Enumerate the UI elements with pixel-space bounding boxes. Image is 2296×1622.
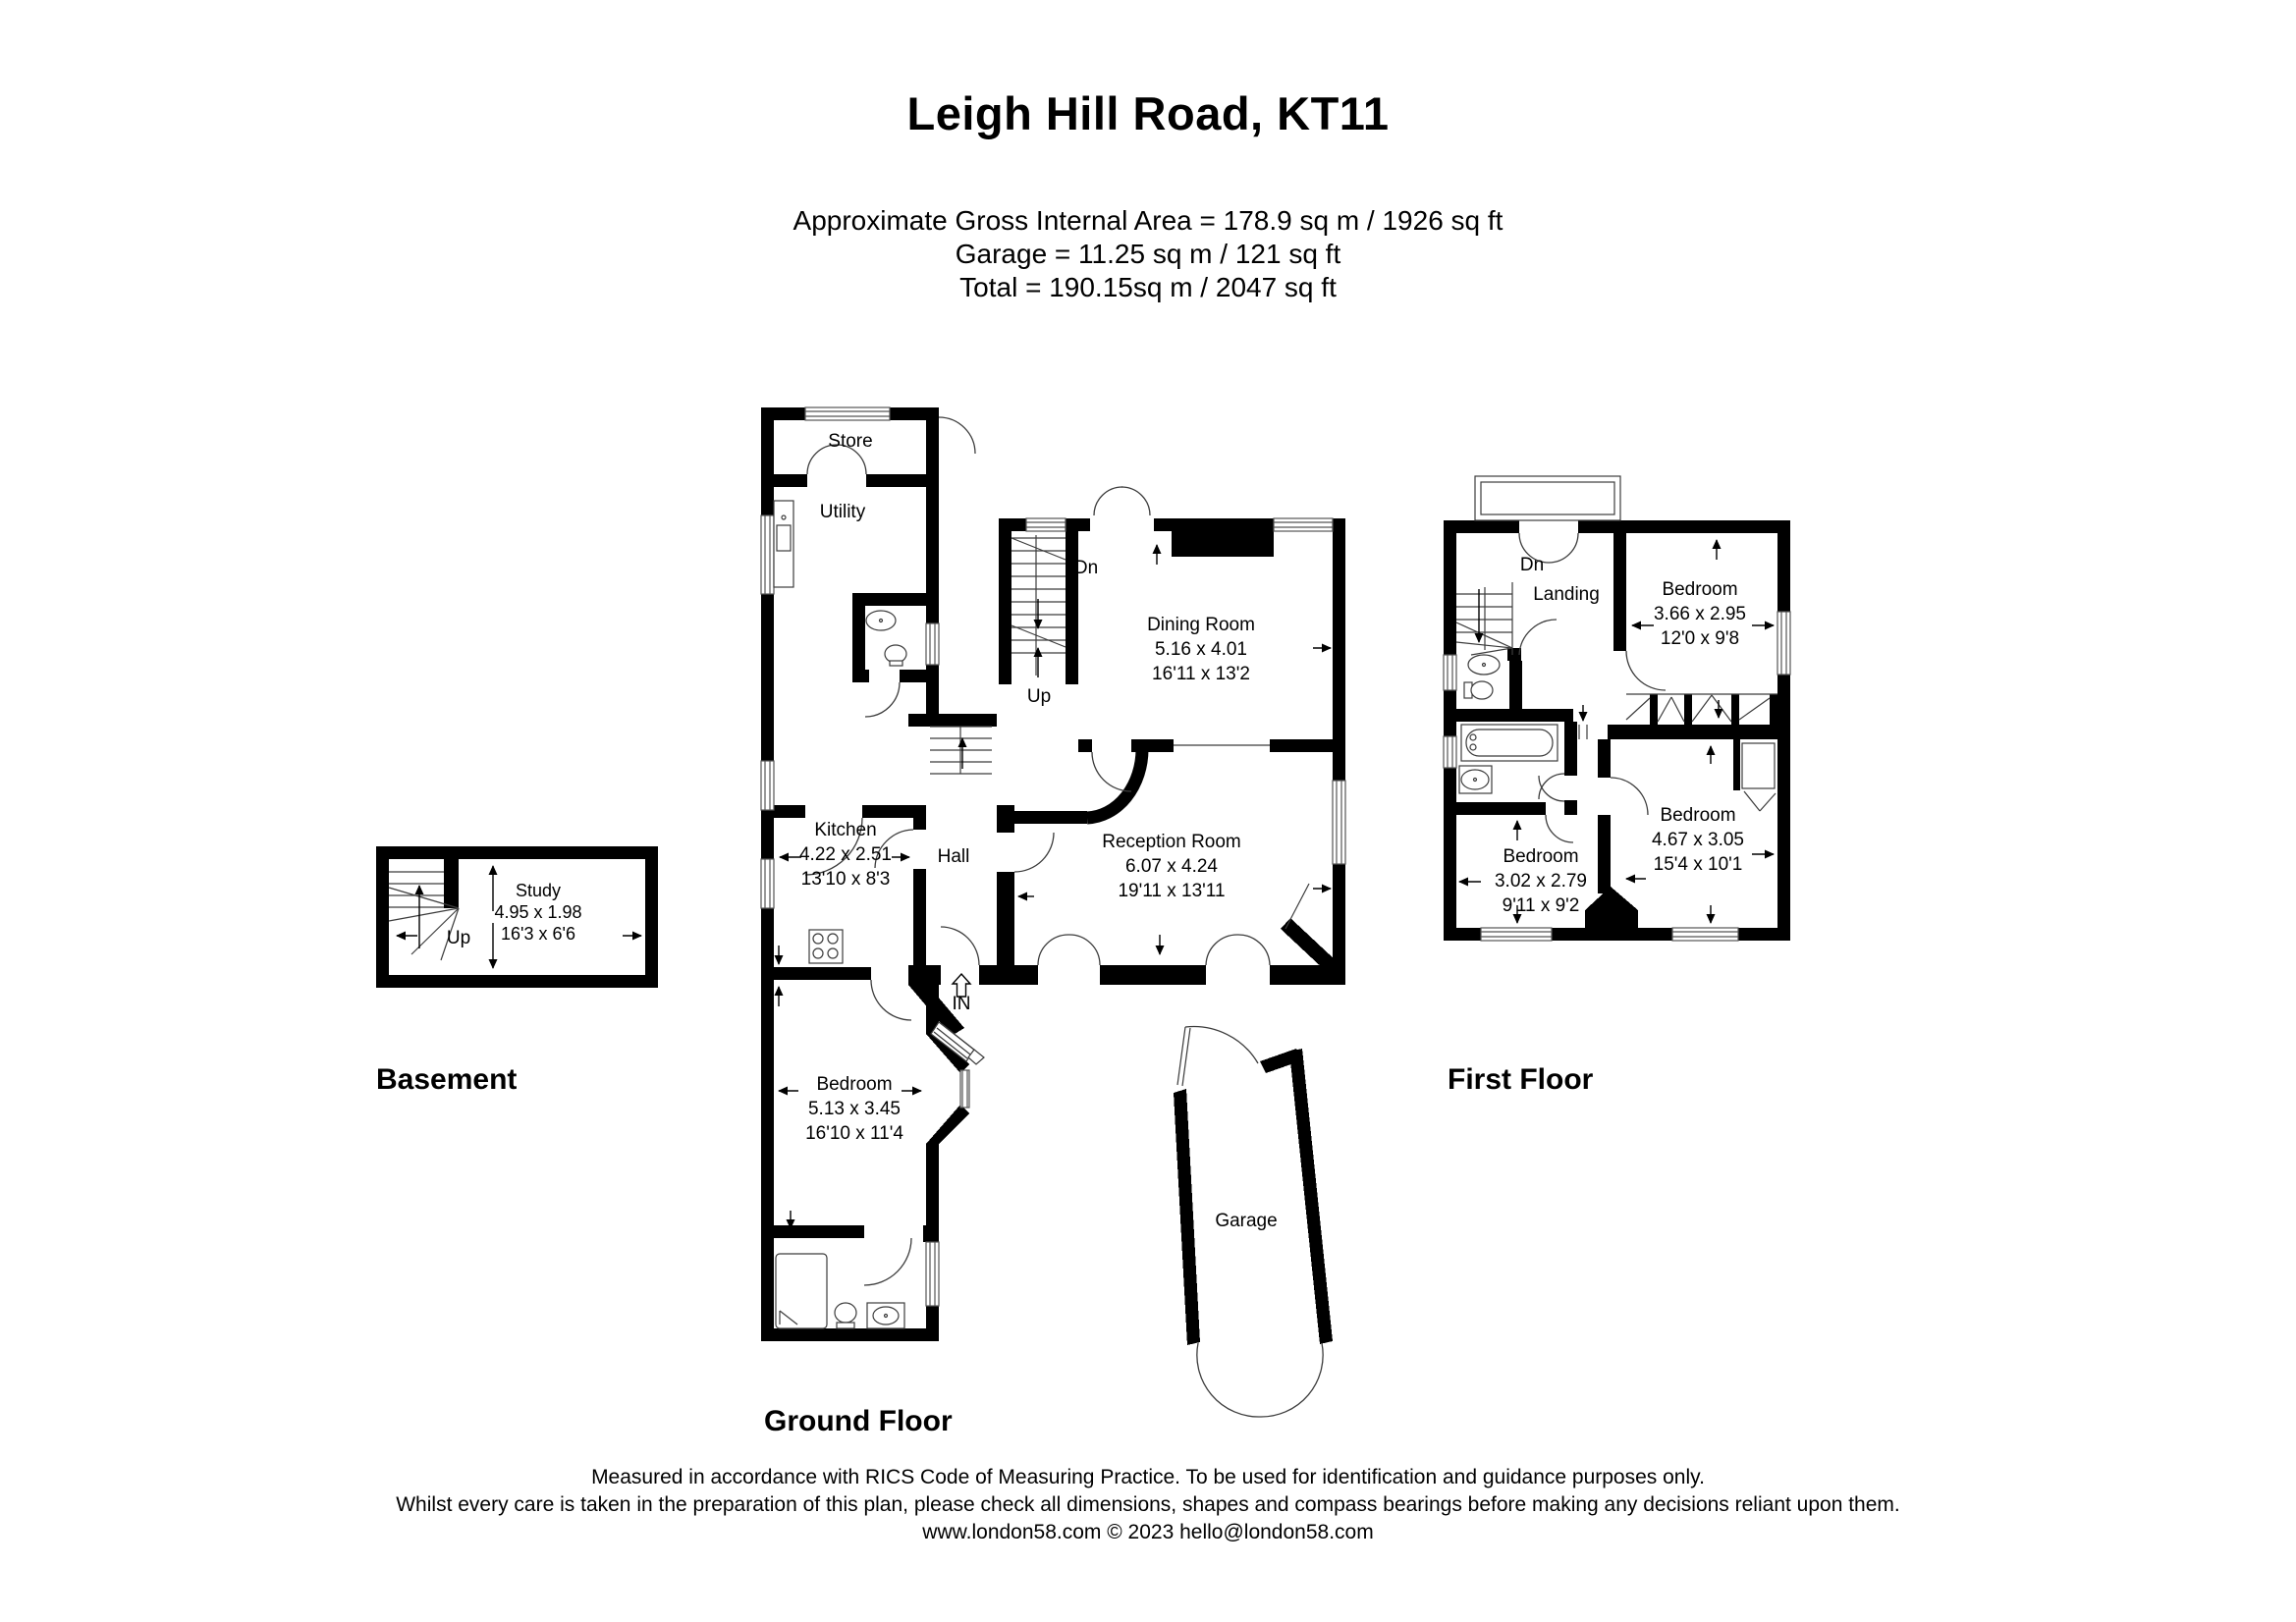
first-windows	[1443, 611, 1791, 942]
stair-label-first-dn: Dn	[1519, 555, 1545, 575]
first-floor-plan-drawing	[1443, 475, 1791, 942]
caption-first-floor: First Floor	[1448, 1063, 1594, 1096]
first-walls	[1444, 520, 1790, 941]
stair-label-ground-dn: Dn	[1073, 558, 1099, 578]
room-label-bedroom2: Bedroom 3.02 x 2.79 9'11 x 9'2	[1494, 846, 1588, 916]
first-detail-lines	[1455, 475, 1777, 812]
room-label-ground-bedroom: Bedroom 5.13 x 3.45 16'10 x 11'4	[805, 1074, 903, 1144]
area-line-gross: Approximate Gross Internal Area = 178.9 …	[793, 205, 1503, 236]
ground-walls	[761, 407, 1345, 1345]
ground-windows	[760, 406, 1346, 1307]
ground-dimension-arrows	[774, 544, 1332, 1229]
area-line-total: Total = 190.15sq m / 2047 sq ft	[959, 272, 1337, 302]
ground-stairs-icon	[930, 535, 1310, 1087]
room-label-landing: Landing	[1533, 584, 1600, 605]
basement-plan-drawing	[376, 846, 658, 988]
page-title: Leigh Hill Road, KT11	[906, 87, 1390, 139]
room-label-dining: Dining Room 5.16 x 4.01 16'11 x 13'2	[1147, 615, 1255, 684]
disclaimer: Measured in accordance with RICS Code of…	[0, 1464, 2296, 1546]
first-door-arcs	[1518, 532, 1667, 843]
room-label-bedroom3: Bedroom 4.67 x 3.05 15'4 x 10'1	[1651, 805, 1745, 875]
stair-label-ground-up: Up	[1026, 686, 1052, 707]
basement-stair-wall	[444, 859, 459, 908]
basement-dimension-arrows	[396, 865, 642, 969]
area-summary: Approximate Gross Internal Area = 178.9 …	[0, 204, 2296, 304]
entrance-label-in: IN	[952, 994, 971, 1014]
disclaimer-line-1: Measured in accordance with RICS Code of…	[591, 1466, 1705, 1488]
room-label-reception: Reception Room 6.07 x 4.24 19'11 x 13'11	[1102, 832, 1241, 901]
room-label-hall: Hall	[937, 846, 970, 867]
entrance-in-arrow-icon	[951, 972, 972, 998]
curved-wall	[1086, 748, 1149, 825]
room-label-kitchen: Kitchen 4.22 x 2.51 13'10 x 8'3	[798, 820, 893, 890]
ground-fixtures	[773, 500, 907, 1329]
first-dimension-arrows	[1458, 539, 1775, 924]
first-fixtures	[1458, 654, 1558, 794]
disclaimer-line-3: www.london58.com © 2023 hello@london58.c…	[922, 1521, 1374, 1543]
stair-label-basement-up: Up	[446, 928, 471, 948]
area-line-garage: Garage = 11.25 sq m / 121 sq ft	[955, 239, 1341, 269]
room-label-garage: Garage	[1215, 1211, 1278, 1231]
room-label-utility: Utility	[819, 502, 866, 522]
ground-floor-plan-drawing	[760, 406, 1346, 1418]
room-label-bedroom1: Bedroom 3.66 x 2.95 12'0 x 9'8	[1653, 579, 1747, 649]
disclaimer-line-2: Whilst every care is taken in the prepar…	[396, 1493, 1900, 1516]
ground-door-arcs	[804, 416, 1324, 1418]
caption-basement: Basement	[376, 1063, 518, 1096]
room-label-study: Study 4.95 x 1.98 16'3 x 6'6	[494, 881, 582, 944]
room-label-store: Store	[828, 431, 873, 452]
caption-ground-floor: Ground Floor	[764, 1405, 953, 1437]
